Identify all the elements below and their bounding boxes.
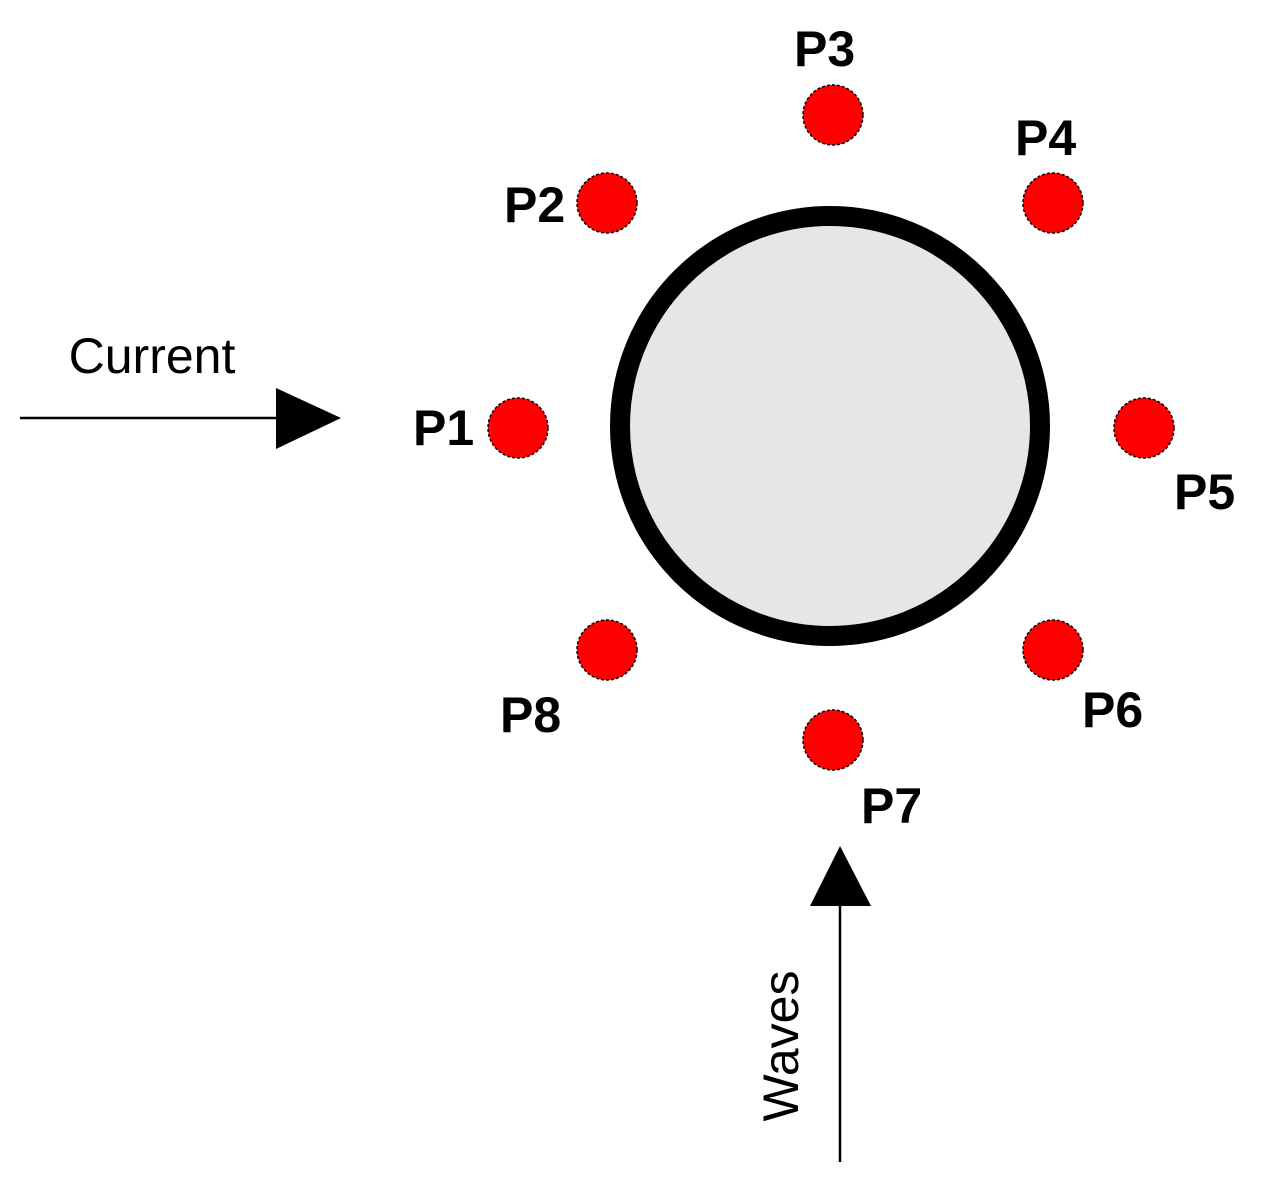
probe-point-p4 — [1022, 172, 1084, 234]
probe-label-p2: P2 — [504, 177, 565, 233]
probe-label-p1: P1 — [413, 400, 474, 456]
probe-label-p5: P5 — [1174, 464, 1235, 520]
current-arrow — [20, 388, 341, 449]
current-arrow-head — [276, 388, 341, 449]
probe-label-p8: P8 — [500, 687, 561, 743]
pile-cross-section — [610, 206, 1050, 646]
probe-point-p1 — [487, 397, 549, 459]
probe-label-p6: P6 — [1082, 682, 1143, 738]
probe-label-p7: P7 — [861, 778, 922, 834]
probe-point-p6 — [1022, 619, 1084, 681]
probe-point-p2 — [576, 172, 638, 234]
waves-arrow-head — [810, 846, 871, 906]
probe-label-p3: P3 — [794, 21, 855, 77]
waves-arrow — [810, 846, 871, 1162]
probe-point-p7 — [802, 709, 864, 771]
current-label: Current — [69, 328, 236, 384]
probe-point-p5 — [1113, 397, 1175, 459]
waves-label: Waves — [753, 971, 809, 1122]
probe-label-p4: P4 — [1015, 110, 1076, 166]
probe-point-p3 — [802, 84, 864, 146]
probe-point-p8 — [576, 619, 638, 681]
